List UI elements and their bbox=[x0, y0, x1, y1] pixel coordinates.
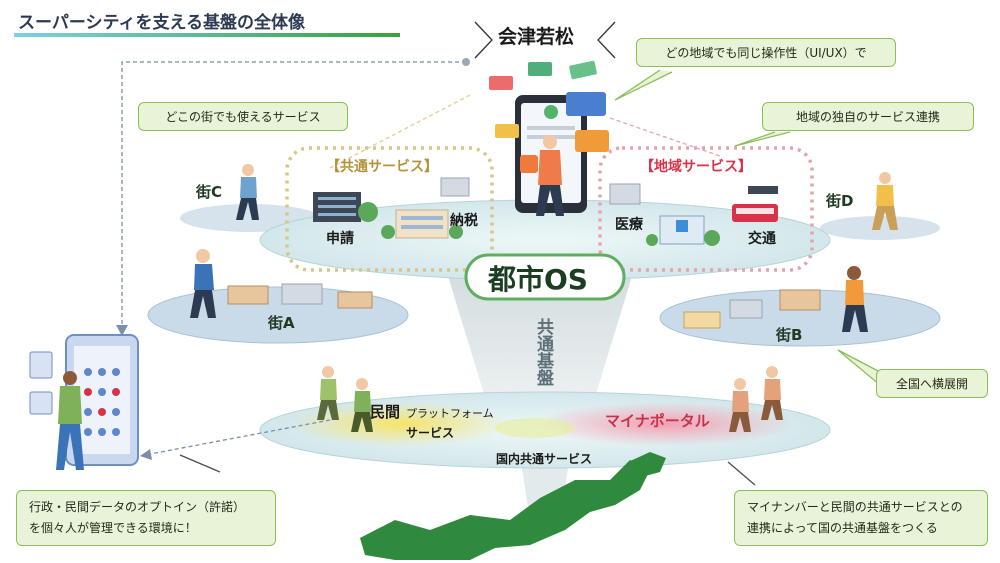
national-services-label: 国内共通サービス bbox=[496, 452, 593, 466]
mynaportal-zone bbox=[535, 402, 795, 446]
mynaportal-label: マイナポータル bbox=[605, 412, 710, 430]
callout-same-ux-text: どの地域でも同じ操作性（UI/UX）で bbox=[665, 46, 867, 60]
service-transport-label: 交通 bbox=[748, 231, 776, 247]
callout-any-town: どこの街でも使えるサービス bbox=[138, 102, 348, 131]
callout-optin-line2: を個々人が管理できる環境に！ bbox=[29, 521, 197, 535]
town-b-buildings bbox=[683, 289, 821, 329]
callout-regional-unique: 地域の独自のサービス連携 bbox=[762, 102, 974, 131]
connector-optin bbox=[144, 419, 331, 456]
title-bracket-left bbox=[474, 21, 493, 59]
callout-mynumber: マイナンバーと民間の共通サービスとの 連携によって国の共通基盤をつくる bbox=[734, 490, 988, 546]
person-town-b bbox=[842, 266, 868, 332]
service-application-label: 申請 bbox=[326, 231, 354, 247]
private-platform-title: 民間 bbox=[370, 403, 401, 421]
town-a-label: 街A bbox=[268, 314, 295, 332]
pointer-same-ux bbox=[614, 69, 673, 101]
connector-top-left bbox=[121, 61, 466, 330]
pointer-nationwide bbox=[837, 349, 881, 386]
pointer-optin bbox=[179, 454, 221, 473]
town-a-buildings bbox=[227, 283, 373, 309]
town-d-label: 街D bbox=[826, 192, 854, 210]
callout-mynumber-line1: マイナンバーと民間の共通サービスとの bbox=[747, 500, 963, 514]
center-city-name: 会津若松 bbox=[498, 26, 575, 48]
people-mynaportal bbox=[729, 366, 783, 432]
callout-optin-line1: 行政・民間データのオプトイン（許諾） bbox=[29, 500, 246, 514]
person-town-d bbox=[872, 172, 898, 230]
tablet-illustration bbox=[29, 334, 139, 466]
common-services-box bbox=[285, 146, 494, 272]
town-b-label: 街B bbox=[776, 326, 803, 344]
person-center bbox=[536, 135, 564, 216]
building-application bbox=[313, 192, 378, 222]
pointer-regional bbox=[734, 131, 791, 147]
building-small-gray bbox=[440, 177, 470, 197]
people-private-platform bbox=[317, 366, 373, 432]
person-town-c bbox=[236, 164, 259, 220]
building-station bbox=[609, 183, 641, 205]
regional-services-box bbox=[598, 146, 814, 272]
connector-dot bbox=[462, 58, 470, 66]
common-services-heading: 【共通サービス】 bbox=[326, 159, 438, 175]
connector-phone-right bbox=[609, 117, 721, 157]
connector-phone-left bbox=[329, 94, 471, 169]
building-tax bbox=[381, 209, 463, 239]
pointer-mynumber bbox=[727, 461, 756, 486]
japan-map bbox=[360, 460, 650, 560]
callout-mynumber-line2: 連携によって国の共通基盤をつくる bbox=[747, 521, 938, 535]
city-os-label: 都市OS bbox=[488, 263, 588, 296]
callout-nationwide-text: 全国へ横展開 bbox=[895, 377, 968, 391]
private-platform-sub2: サービス bbox=[406, 426, 455, 440]
callout-nationwide: 全国へ横展開 bbox=[876, 369, 988, 398]
town-c-label: 街C bbox=[196, 183, 223, 201]
building-hospital bbox=[646, 215, 720, 246]
title-underline bbox=[14, 33, 400, 37]
person-tablet bbox=[56, 371, 84, 470]
callout-regional-unique-text: 地域の独自のサービス連携 bbox=[795, 110, 940, 124]
callout-same-ux: どの地域でも同じ操作性（UI/UX）で bbox=[636, 38, 896, 67]
connector-arrowhead bbox=[116, 325, 128, 336]
regional-services-heading: 【地域サービス】 bbox=[640, 159, 752, 175]
city-os-pill bbox=[464, 253, 626, 301]
private-platform-zone bbox=[290, 402, 510, 446]
person-town-a bbox=[190, 249, 216, 318]
service-tax-label: 納税 bbox=[450, 213, 478, 229]
callout-optin: 行政・民間データのオプトイン（許諾） を個々人が管理できる環境に！ bbox=[16, 490, 276, 546]
train-illustration bbox=[732, 186, 778, 222]
callout-any-town-text: どこの街でも使えるサービス bbox=[165, 110, 321, 124]
intersection-zone bbox=[495, 418, 575, 438]
private-platform-sub1: プラットフォーム bbox=[406, 407, 494, 420]
connector-optin-arrow bbox=[140, 449, 152, 460]
service-medical-label: 医療 bbox=[615, 217, 643, 233]
hokkaido-map bbox=[628, 452, 666, 476]
title-bracket-right bbox=[597, 21, 616, 59]
common-foundation-vertical: 共通基盤 bbox=[533, 318, 553, 386]
page-title: スーパーシティを支える基盤の全体像 bbox=[18, 13, 305, 33]
